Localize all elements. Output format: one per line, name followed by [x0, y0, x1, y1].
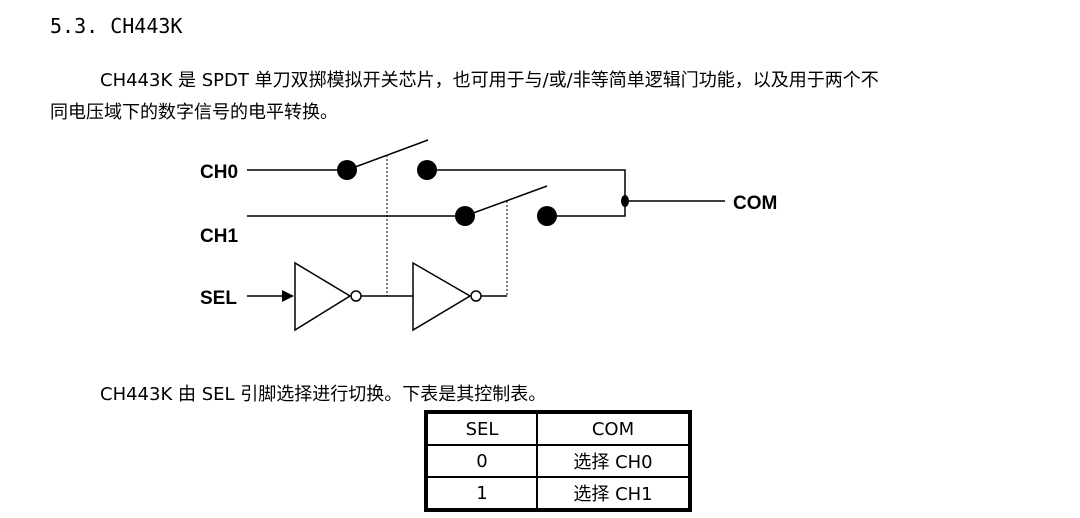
label-ch1: CH1 [200, 226, 238, 247]
label-com: COM [733, 193, 777, 214]
com-bus-wire [427, 169, 626, 217]
inverter-1-bubble [350, 290, 362, 302]
table-header-row: SEL COM [425, 411, 691, 446]
paragraph-line: CH443K 由 SEL 引脚选择进行切换。下表是其控制表。 [100, 384, 547, 405]
header-com: COM [536, 411, 691, 446]
cell: 1 [425, 476, 538, 511]
cell: 0 [425, 444, 538, 478]
cell: 选择 CH1 [536, 476, 691, 511]
inverter-1 [294, 261, 352, 332]
paragraph-line: 同电压域下的数字信号的电平转换。 [50, 102, 338, 123]
inverter-2 [412, 261, 472, 332]
inverter-2-bubble [470, 290, 482, 302]
paragraph-line: CH443K 是 SPDT 单刀双掷模拟开关芯片，也可用于与/或/非等简单逻辑门… [100, 70, 879, 91]
switch-contact [455, 206, 475, 226]
switch-contact [417, 160, 437, 180]
label-ch0: CH0 [200, 162, 238, 183]
control-table: SEL COM 0 选择 CH0 1 选择 CH1 [424, 410, 692, 512]
switch-contact [537, 206, 557, 226]
junction-dot [621, 195, 629, 207]
table-row: 1 选择 CH1 [425, 476, 691, 511]
section-heading: 5.3. CH443K [50, 14, 183, 38]
cell: 选择 CH0 [536, 444, 691, 478]
header-sel: SEL [425, 411, 538, 446]
switch-contact [337, 160, 357, 180]
label-sel: SEL [200, 288, 237, 309]
table-row: 0 选择 CH0 [425, 444, 691, 478]
arrow-icon [282, 290, 294, 302]
ch1-switch-arm [464, 185, 548, 217]
